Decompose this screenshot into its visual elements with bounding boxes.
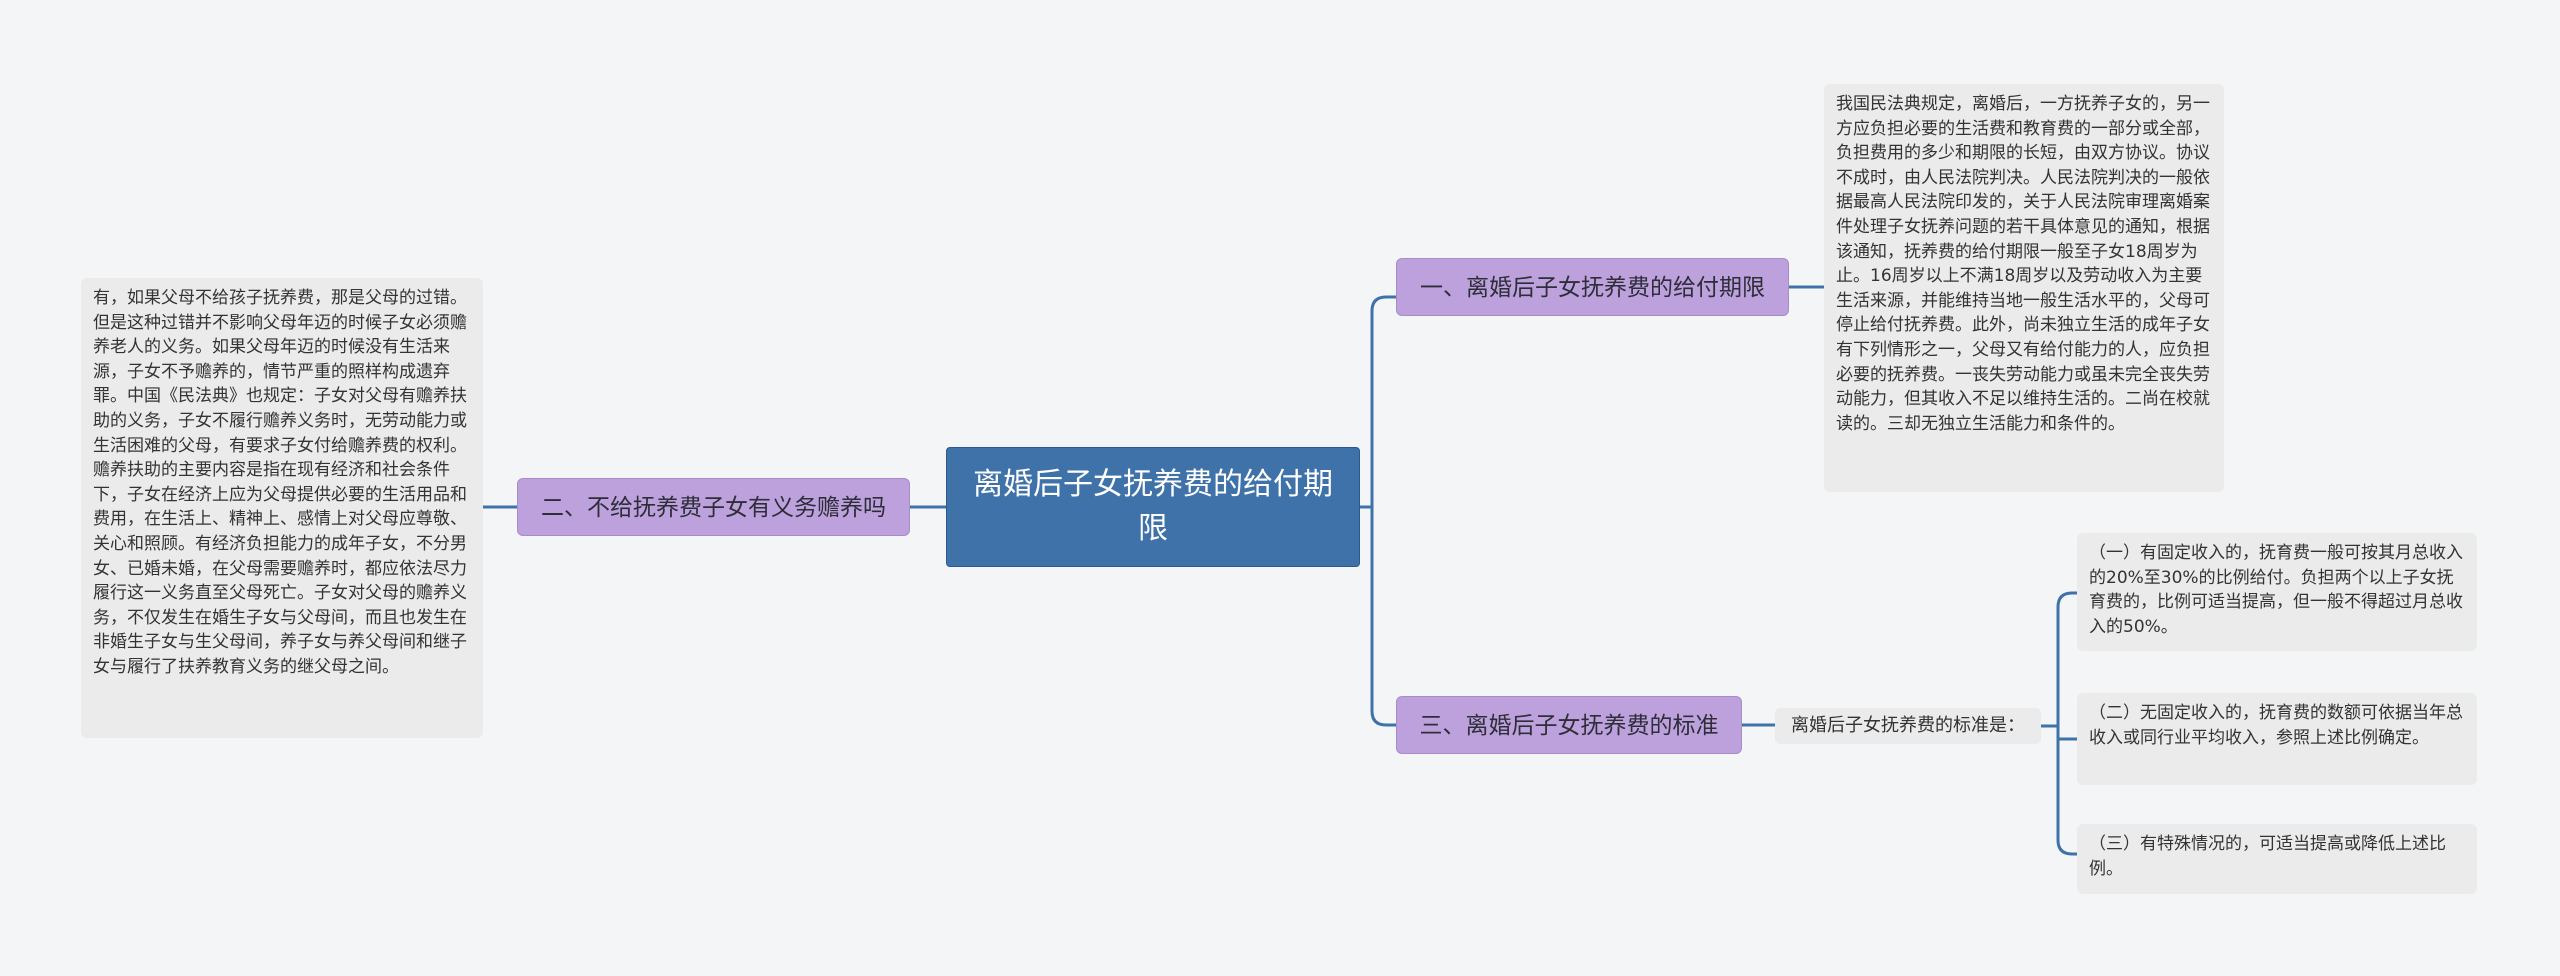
branch-payment-period[interactable]: 一、离婚后子女抚养费的给付期限 — [1396, 258, 1789, 316]
branch-label: 二、不给抚养费子女有义务赡养吗 — [541, 495, 886, 521]
note-support-duty: 有，如果父母不给孩子抚养费，那是父母的过错。但是这种过错并不影响父母年迈的时候子… — [81, 278, 483, 738]
root-node[interactable]: 离婚后子女抚养费的给付期限 — [946, 447, 1360, 567]
standard-item-fixed-income: （一）有固定收入的，抚育费一般可按其月总收入的20%至30%的比例给付。负担两个… — [2077, 533, 2477, 651]
sublabel-text: 离婚后子女抚养费的标准是： — [1791, 715, 2025, 736]
link-sub-trunk — [2056, 591, 2079, 856]
standard-sublabel[interactable]: 离婚后子女抚养费的标准是： — [1775, 708, 2041, 744]
standard-item-special-case: （三）有特殊情况的，可适当提高或降低上述比例。 — [2077, 824, 2477, 894]
root-label: 离婚后子女抚养费的给付期限 — [973, 467, 1333, 546]
branch-support-duty[interactable]: 二、不给抚养费子女有义务赡养吗 — [517, 478, 910, 536]
item-text: （三）有特殊情况的，可适当提高或降低上述比例。 — [2089, 834, 2446, 879]
note-text: 有，如果父母不给孩子抚养费，那是父母的过错。但是这种过错并不影响父母年迈的时候子… — [93, 288, 467, 677]
branch-label: 一、离婚后子女抚养费的给付期限 — [1420, 275, 1765, 301]
standard-item-no-fixed-income: （二）无固定收入的，抚育费的数额可依据当年总收入或同行业平均收入，参照上述比例确… — [2077, 693, 2477, 785]
branch-label: 三、离婚后子女抚养费的标准 — [1419, 713, 1719, 739]
note-text: 我国民法典规定，离婚后，一方抚养子女的，另一方应负担必要的生活费和教育费的一部分… — [1836, 94, 2210, 434]
branch-standard[interactable]: 三、离婚后子女抚养费的标准 — [1396, 696, 1742, 754]
item-text: （二）无固定收入的，抚育费的数额可依据当年总收入或同行业平均收入，参照上述比例确… — [2089, 703, 2463, 748]
item-text: （一）有固定收入的，抚育费一般可按其月总收入的20%至30%的比例给付。负担两个… — [2089, 543, 2463, 637]
note-payment-period: 我国民法典规定，离婚后，一方抚养子女的，另一方应负担必要的生活费和教育费的一部分… — [1824, 84, 2224, 492]
link-right-trunk — [1370, 295, 1398, 727]
